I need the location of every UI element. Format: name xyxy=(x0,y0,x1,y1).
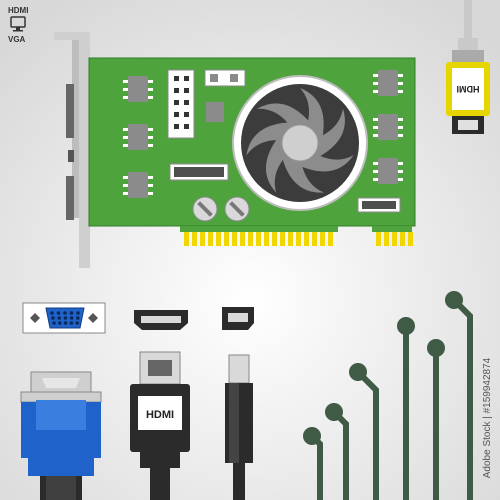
vga-cable-connector xyxy=(20,371,102,500)
monitor-icon xyxy=(10,16,26,32)
bracket-port-top xyxy=(66,84,74,138)
hdmi-cable-label: HDMI xyxy=(146,409,174,421)
graphics-card-pcb xyxy=(88,57,416,246)
hdmi-plug-top: HDMI xyxy=(446,0,490,134)
memory-chips-left xyxy=(123,76,153,198)
cooling-fan-icon xyxy=(232,75,368,211)
legend-hdmi-label: HDMI xyxy=(8,6,28,15)
card-bracket xyxy=(54,32,90,268)
hdmi-cable-connector: HDMI xyxy=(130,351,190,500)
mini-displayport-icon xyxy=(222,307,254,330)
mini-dp-cable-connector xyxy=(225,354,253,500)
vga-port-icon xyxy=(22,302,106,334)
hdmi-port-icon xyxy=(134,310,188,330)
circuit-traces xyxy=(303,291,473,500)
small-chip-mid xyxy=(206,102,224,122)
capacitors xyxy=(192,196,250,222)
memory-chips-right xyxy=(373,70,403,184)
pin-header xyxy=(167,69,195,139)
legend-vga-label: VGA xyxy=(8,35,26,44)
hdmi-vga-legend: HDMI VGA xyxy=(8,6,28,44)
bracket-port-bottom xyxy=(66,176,74,220)
stock-id-label: Adobe Stock | #159942874 xyxy=(482,357,493,478)
gold-contact-fingers xyxy=(184,232,413,246)
bracket-port-small xyxy=(68,150,74,162)
hdmi-top-label: HDMI xyxy=(457,84,480,94)
